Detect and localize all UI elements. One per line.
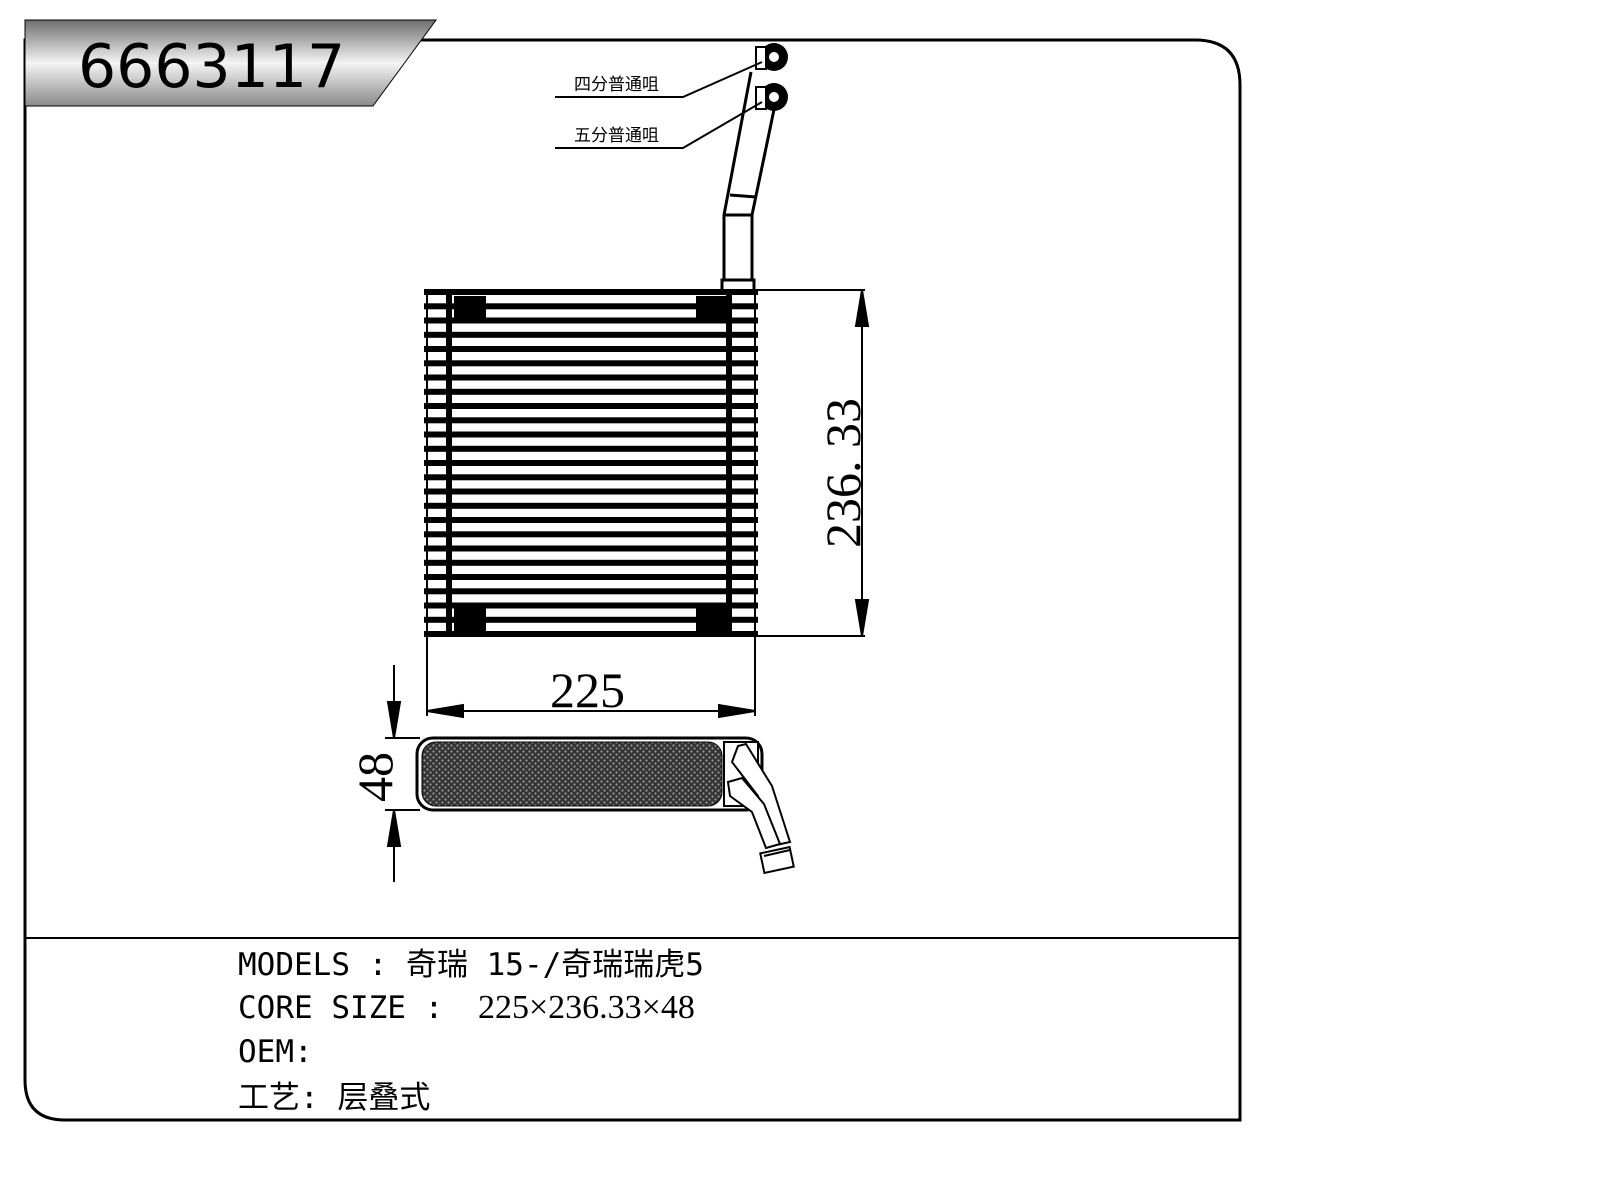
- core-plate: [424, 559, 758, 566]
- oem-row: OEM:: [238, 1034, 313, 1070]
- core-front-view: [424, 289, 758, 637]
- models-value: 奇瑞 15-/奇瑞瑞虎5: [406, 947, 704, 983]
- core-plate: [424, 445, 758, 452]
- spec-block: MODELS : 奇瑞 15-/奇瑞瑞虎5 CORE SIZE : 225×23…: [238, 947, 704, 1116]
- core-plate: [424, 488, 758, 495]
- core-plate: [424, 317, 758, 324]
- core-plate: [424, 403, 758, 409]
- core-plate: [424, 374, 758, 381]
- process-value: 层叠式: [337, 1080, 430, 1116]
- core-size-row: CORE SIZE : 225×236.33×48: [238, 989, 695, 1026]
- callout-upper: 四分普通咀: [555, 61, 763, 98]
- models-label: MODELS :: [238, 947, 387, 983]
- core-plate: [424, 289, 758, 295]
- oem-label: OEM:: [238, 1034, 313, 1070]
- core-plate: [424, 431, 758, 438]
- core-top-view: [415, 736, 795, 875]
- core-plate: [424, 531, 758, 538]
- core-plate: [424, 502, 758, 509]
- core-plate: [424, 588, 758, 595]
- depth-label: 48: [347, 752, 403, 802]
- core-size-value: 225×236.33×48: [478, 989, 695, 1026]
- depth-dimension: [385, 665, 420, 882]
- process-row: 工艺: 层叠式: [238, 1080, 430, 1116]
- core-plate: [424, 616, 758, 623]
- core-plate: [424, 346, 758, 352]
- core-plate: [424, 517, 758, 523]
- height-label: 236. 33: [815, 398, 871, 548]
- end-tank-blocks: [454, 296, 728, 633]
- header-strip: [446, 290, 452, 636]
- callout-upper-text: 四分普通咀: [574, 75, 659, 95]
- outer-frame: [23, 38, 1242, 1122]
- core-plate: [424, 360, 758, 367]
- process-label: 工艺:: [238, 1080, 319, 1116]
- part-number: 6663117: [78, 32, 345, 102]
- header-strip: [726, 290, 732, 636]
- core-plate: [424, 602, 758, 609]
- callout-lower-text: 五分普通咀: [574, 126, 659, 146]
- core-plate: [424, 474, 758, 481]
- core-plates: [424, 289, 758, 637]
- callout-lower: 五分普通咀: [555, 101, 763, 149]
- core-plate: [424, 388, 758, 395]
- core-size-label: CORE SIZE :: [238, 990, 443, 1026]
- fitting-upper: [755, 43, 788, 71]
- core-plate: [424, 417, 758, 424]
- part-number-header: 6663117: [24, 19, 437, 107]
- height-dimension: [755, 289, 870, 637]
- models-row: MODELS : 奇瑞 15-/奇瑞瑞虎5: [238, 947, 704, 983]
- width-dimension: [426, 636, 756, 719]
- core-plate: [424, 631, 758, 637]
- core-plate: [424, 545, 758, 552]
- core-plate: [424, 460, 758, 466]
- core-plate: [424, 303, 758, 310]
- width-label: 225: [550, 662, 625, 718]
- fitting-lower: [755, 83, 788, 111]
- core-plate: [424, 331, 758, 338]
- core-plate: [424, 574, 758, 580]
